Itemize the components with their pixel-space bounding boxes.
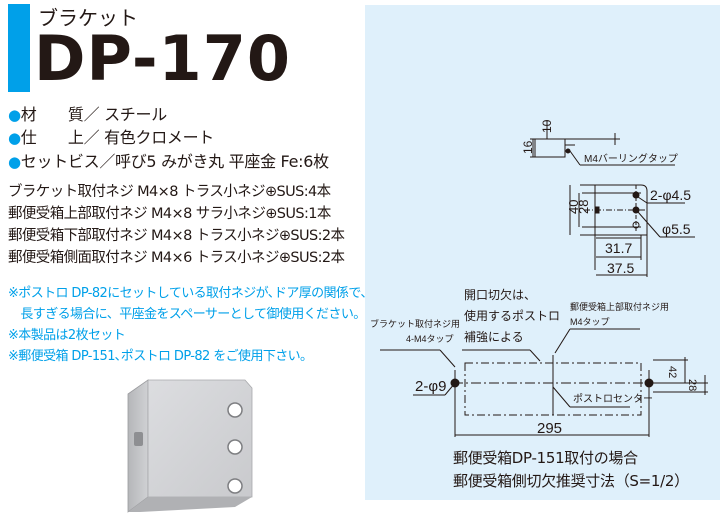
caption-line: 郵便受箱側切欠推奨寸法（S=1/2） — [453, 472, 689, 490]
accent-bar — [8, 4, 30, 92]
svg-text:10: 10 — [540, 119, 554, 133]
screw-line: 郵便受箱側面取付ネジ M4×6 トラス小ネジ⊕SUS:2本 — [8, 250, 345, 266]
dim-295: 295 — [537, 420, 562, 437]
svg-text:37.5: 37.5 — [607, 260, 634, 276]
spec-value: スチール — [104, 105, 167, 124]
svg-text:φ5.5: φ5.5 — [662, 221, 691, 237]
note-line: ※ポストロ DP-82にセットしている取付ネジが､ドア厚の関係で､ — [8, 286, 367, 301]
svg-text:2-φ4.5: 2-φ4.5 — [650, 187, 691, 203]
spec-value: 有色クロメート — [104, 128, 215, 147]
product-category: ブラケット — [38, 6, 138, 30]
bracket-photo — [127, 379, 253, 513]
note-line: ※郵便受箱 DP-151､ポストロ DP-82 をご使用下さい。 — [8, 349, 313, 364]
bullet-icon: ● — [8, 153, 21, 171]
callout-bracket: ブラケット取付ネジ用 — [370, 318, 460, 329]
tap-label: M4バーリングタップ — [584, 152, 678, 165]
svg-text:補強による: 補強による — [464, 330, 524, 344]
bullet-icon: ● — [8, 106, 21, 124]
spec-key: セットビス — [20, 152, 100, 171]
screw-line: 郵便受箱下部取付ネジ M4×8 トラス小ネジ⊕SUS:2本 — [8, 228, 345, 244]
svg-text:使用するポストロ: 使用するポストロ — [464, 308, 560, 323]
caption-line: 郵便受箱DP-151取付の場合 — [453, 449, 638, 467]
svg-text:16: 16 — [521, 140, 535, 154]
svg-text:4-M4タップ: 4-M4タップ — [406, 334, 454, 344]
note-line: 長すぎる場合に、平座金をスペーサーとして御使用ください。 — [8, 307, 366, 322]
svg-text:28: 28 — [686, 379, 698, 391]
front-view: 40 28 31.7 37.5 2-φ4.5 φ5.5 — [566, 184, 695, 277]
spec-key: 材 質 — [20, 105, 84, 124]
svg-text:40: 40 — [566, 200, 581, 214]
svg-text:31.7: 31.7 — [605, 240, 632, 256]
spec-finish: ●仕 上／ 有色クロメート — [8, 128, 215, 147]
callout-top-screw: 郵便受箱上部取付ネジ用 — [570, 301, 669, 312]
spec-value: 呼び5 みがき丸 平座金 Fe:6枚 — [115, 152, 329, 171]
spec-material: ●材 質／ スチール — [8, 105, 167, 124]
screw-line: ブラケット取付ネジ M4×8 トラス小ネジ⊕SUS:4本 — [8, 184, 331, 200]
bullet-icon: ● — [8, 129, 21, 147]
spec-set-screws: ●セットビス／呼び5 みがき丸 平座金 Fe:6枚 — [8, 152, 329, 171]
screw-line: 郵便受箱上部取付ネジ M4×8 サラ小ネジ⊕SUS:1本 — [8, 206, 331, 222]
spec-key: 仕 上 — [20, 128, 84, 147]
center-label: ポストロセンター — [573, 393, 653, 405]
note-line: ※本製品は2枚セット — [8, 328, 126, 343]
drawing-panel: 10 16 M4バーリングタップ — [365, 5, 720, 500]
svg-text:M4タップ: M4タップ — [570, 317, 610, 327]
svg-text:28: 28 — [576, 200, 591, 214]
product-model-title: DP-170 — [34, 22, 291, 95]
hole-label: 2-φ9 — [415, 378, 446, 395]
callout-opening: 開口切欠は、 — [464, 287, 536, 302]
technical-drawing: 10 16 M4バーリングタップ — [370, 119, 708, 437]
side-view: 10 16 M4バーリングタップ — [521, 119, 678, 166]
cutout-view: 開口切欠は、 使用するポストロ 補強による ブラケット取付ネジ用 4-M4タップ… — [370, 287, 708, 437]
svg-text:42: 42 — [666, 366, 678, 378]
